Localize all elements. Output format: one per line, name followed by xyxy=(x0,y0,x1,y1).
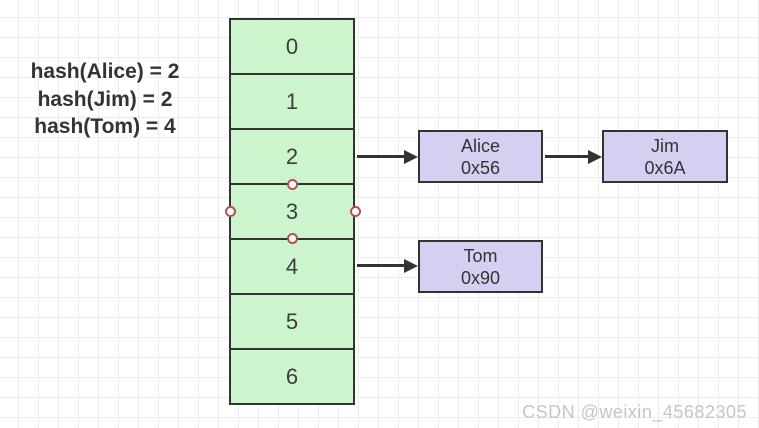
watermark-text: CSDN @weixin_45682305 xyxy=(522,402,747,422)
array-cell-5[interactable]: 5 xyxy=(231,293,353,348)
array-cell-label: 1 xyxy=(285,88,299,114)
array-cell-6[interactable]: 6 xyxy=(231,348,353,403)
array-cell-label: 2 xyxy=(285,143,299,169)
array-cell-label: 0 xyxy=(285,33,299,59)
node-name: Jim xyxy=(651,135,679,156)
node-address: 0x90 xyxy=(460,267,501,288)
connection-handle-top-icon[interactable] xyxy=(286,178,298,190)
node-name: Tom xyxy=(463,245,498,266)
array-cell-2[interactable]: 2 xyxy=(231,128,353,183)
edge-alice-to-jim[interactable] xyxy=(545,149,602,164)
connection-handle-left-icon[interactable] xyxy=(224,205,236,217)
node-address: 0x56 xyxy=(460,157,501,178)
hash-line-tom: hash(Tom) = 4 xyxy=(34,115,176,138)
edge-cell2-to-alice[interactable] xyxy=(357,149,418,164)
array-cell-0[interactable]: 0 xyxy=(231,20,353,73)
hash-table-array: 0 1 2 3 4 5 6 xyxy=(229,18,355,405)
edge-cell4-to-tom[interactable] xyxy=(357,258,418,273)
node-address: 0x6A xyxy=(644,157,686,178)
hash-line-jim: hash(Jim) = 2 xyxy=(37,87,173,111)
connection-handle-bottom-icon[interactable] xyxy=(286,233,298,244)
hash-annotation-text[interactable]: hash(Alice) = 2 hash(Jim) = 2 hash(Tom) … xyxy=(3,58,207,141)
array-cell-4[interactable]: 4 xyxy=(231,238,353,293)
array-cell-label: 4 xyxy=(285,253,299,279)
array-cell-3-selected[interactable]: 3 xyxy=(231,183,353,238)
node-name: Alice xyxy=(460,135,500,156)
node-jim[interactable]: Jim 0x6A xyxy=(602,130,728,183)
connection-handle-right-icon[interactable] xyxy=(349,205,361,217)
hash-line-alice: hash(Alice) = 2 xyxy=(30,60,180,83)
node-tom[interactable]: Tom 0x90 xyxy=(418,240,543,293)
array-cell-label: 6 xyxy=(285,363,299,389)
node-alice[interactable]: Alice 0x56 xyxy=(418,130,543,183)
array-cell-1[interactable]: 1 xyxy=(231,73,353,128)
array-cell-label: 3 xyxy=(285,198,299,224)
array-cell-label: 5 xyxy=(285,308,299,334)
